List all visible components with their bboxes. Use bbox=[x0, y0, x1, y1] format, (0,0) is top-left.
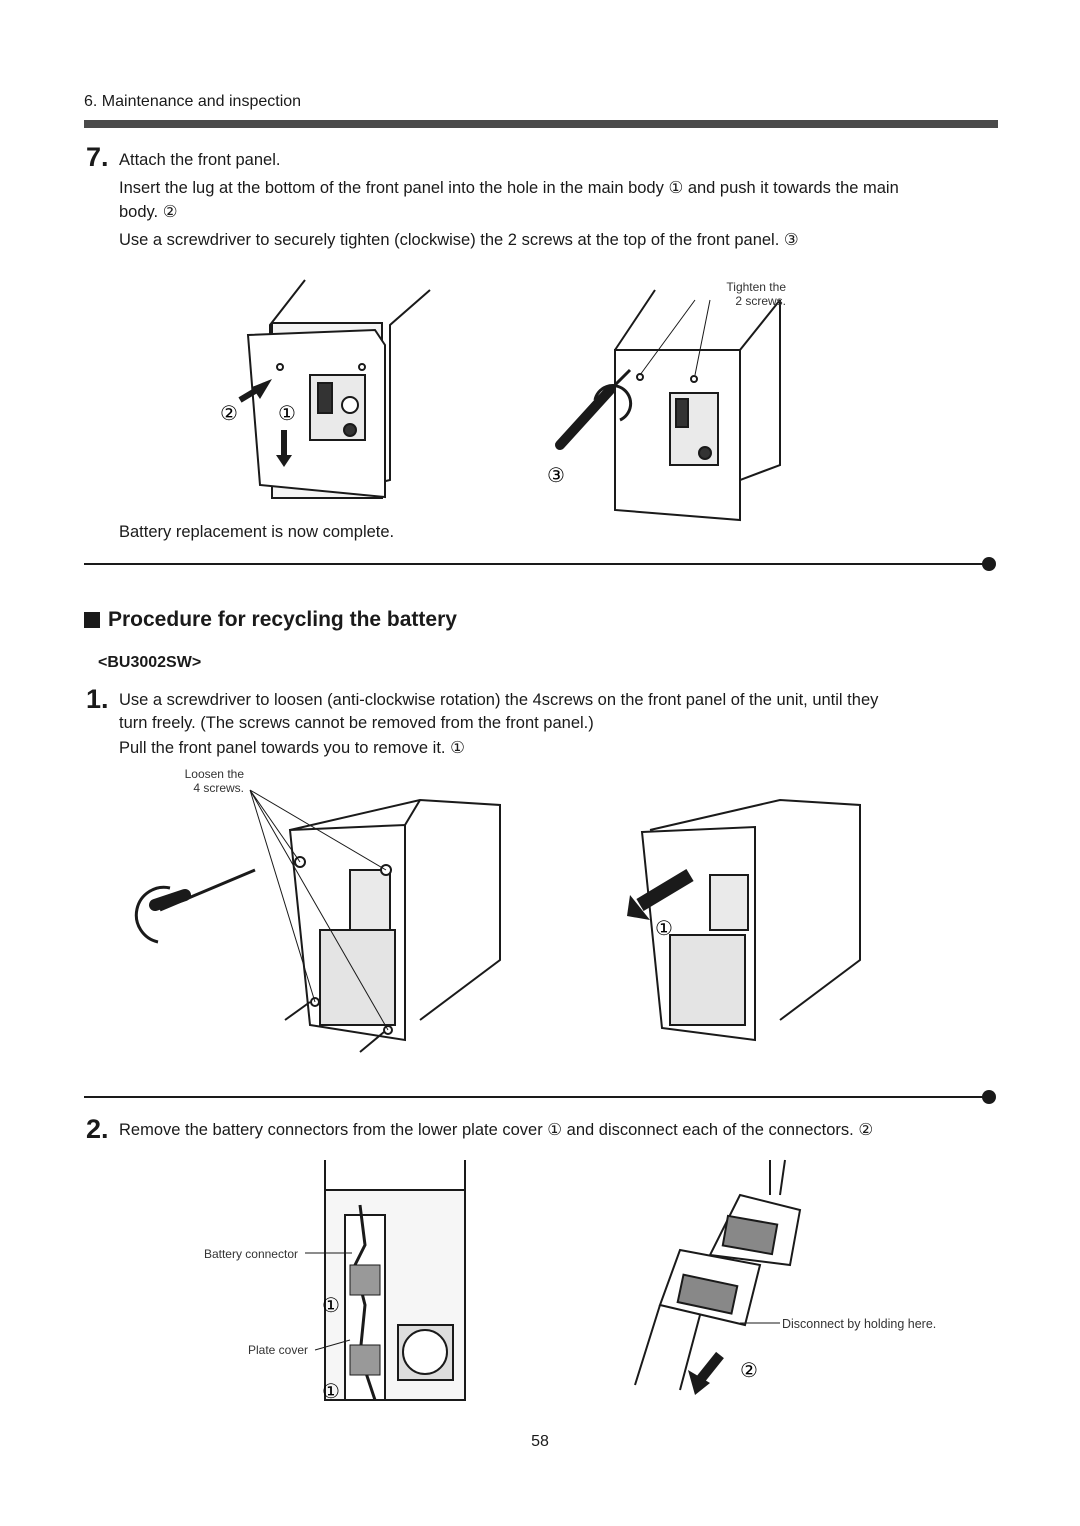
connector-upper bbox=[349, 1264, 381, 1296]
marker-1: ① bbox=[278, 403, 296, 425]
label-disconnect: Disconnect by holding here. bbox=[782, 1317, 937, 1331]
step-7-line-3: Use a screwdriver to securely tighten (c… bbox=[119, 231, 799, 249]
header-bar bbox=[84, 120, 998, 128]
square-bullet-icon bbox=[84, 612, 100, 628]
model-label: <BU3002SW> bbox=[98, 654, 202, 671]
marker-1-lower: ① bbox=[322, 1381, 340, 1403]
remove-front-panel-illustration: ① bbox=[134, 789, 861, 1053]
ups-unit-left bbox=[246, 279, 431, 499]
ups-unit-right bbox=[614, 289, 781, 522]
divider-dot bbox=[982, 1090, 996, 1104]
step-2-number: 2. bbox=[86, 1114, 109, 1144]
step-7-line-2: body. ② bbox=[119, 203, 178, 221]
section-label: 6. Maintenance and inspection bbox=[84, 93, 302, 110]
step-7-number: 7. bbox=[86, 142, 109, 172]
pull-arrow-icon bbox=[636, 868, 694, 912]
label-battery-connector: Battery connector bbox=[203, 1247, 298, 1261]
marker-1-step-1: ① bbox=[655, 918, 673, 940]
battery-connector-illustration: ① ① ② bbox=[305, 1159, 802, 1403]
marker-2: ② bbox=[220, 403, 238, 425]
connector-closeup bbox=[634, 1159, 802, 1391]
divider-dot bbox=[982, 557, 996, 571]
ups-back-panel bbox=[324, 1160, 466, 1401]
ups-tower-left bbox=[288, 798, 501, 1042]
step-1-line-2: turn freely. (The screws cannot be remov… bbox=[119, 714, 594, 732]
connector-lower bbox=[349, 1344, 381, 1376]
callout-loosen-screws: Loosen the 4 screws. bbox=[184, 767, 244, 795]
label-plate-cover: Plate cover bbox=[247, 1343, 308, 1357]
divider bbox=[84, 563, 990, 565]
screwdriver-icon bbox=[555, 385, 615, 450]
step-2-text: Remove the battery connectors from the l… bbox=[119, 1121, 874, 1139]
callout-tighten-screws: Tighten the 2 screws. bbox=[726, 280, 786, 308]
marker-3: ③ bbox=[547, 465, 565, 487]
divider bbox=[84, 1096, 990, 1098]
disconnect-arrow-icon bbox=[696, 1351, 724, 1384]
anticlockwise-arrow-icon bbox=[134, 885, 171, 944]
marker-2-step-2: ② bbox=[740, 1360, 758, 1382]
marker-1-upper: ① bbox=[322, 1295, 340, 1317]
clockwise-arrow-icon bbox=[593, 384, 633, 422]
ups-tower-right bbox=[640, 798, 861, 1042]
recycling-heading: Procedure for recycling the battery bbox=[84, 608, 457, 632]
page-number: 58 bbox=[531, 1433, 549, 1450]
step-7-line-1: Insert the lug at the bottom of the fron… bbox=[119, 179, 899, 197]
step-1-line-3: Pull the front panel towards you to remo… bbox=[119, 739, 465, 757]
replacement-complete: Battery replacement is now complete. bbox=[119, 523, 395, 541]
front-panel-illustration: ② ① ③ bbox=[220, 279, 781, 522]
step-1-number: 1. bbox=[86, 684, 109, 714]
step-7-title: Attach the front panel. bbox=[119, 151, 281, 169]
step-1-line-1: Use a screwdriver to loosen (anti-clockw… bbox=[119, 691, 879, 709]
